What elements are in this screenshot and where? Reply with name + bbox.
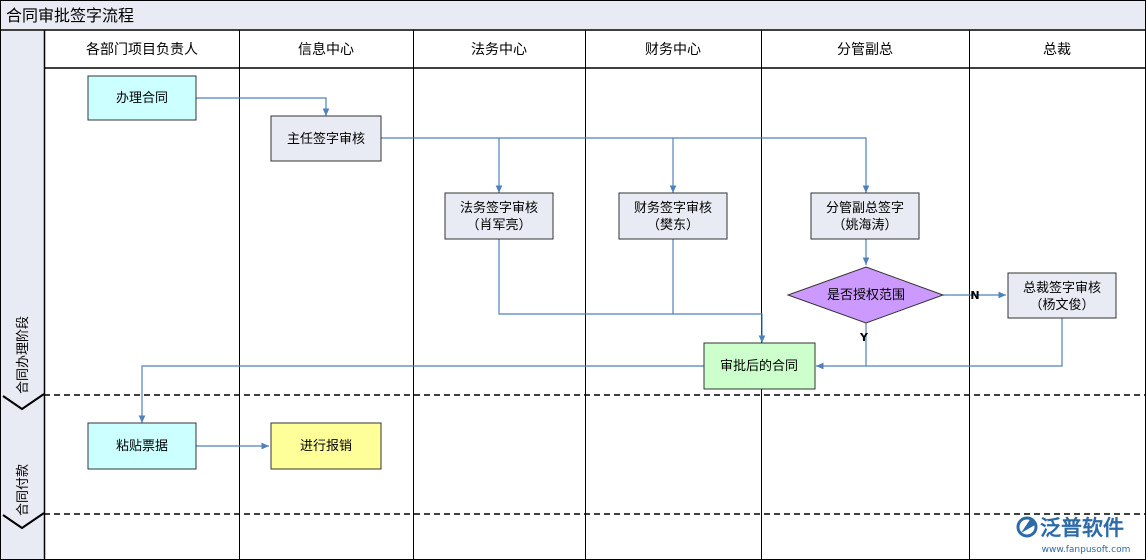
edge-label-yes: Y xyxy=(859,331,869,344)
lane-header-legal: 法务中心 xyxy=(471,42,527,58)
lane-header-strip xyxy=(45,31,1145,68)
node-vp-label-2: （姚海涛） xyxy=(832,217,897,233)
lane-header-departments: 各部门项目负责人 xyxy=(86,42,198,58)
phase-chevron-1 xyxy=(2,393,45,411)
node-decision-label: 是否授权范围 xyxy=(827,287,905,303)
edge-legal-to-approved xyxy=(498,239,766,343)
node-paste-receipts: 粘贴票据 xyxy=(87,422,197,470)
node-finance-review: 财务签字审核 （樊东） xyxy=(618,192,728,240)
phase-chevron-2 xyxy=(2,512,45,530)
node-reimburse: 进行报销 xyxy=(270,422,382,470)
brand-logo-icon xyxy=(1016,516,1038,538)
diagram-title: 合同审批签字流程 xyxy=(6,6,134,25)
edge-director-to-vp xyxy=(381,137,870,193)
phase-label-payment: 合同付款 xyxy=(16,464,31,516)
node-reimburse-label: 进行报销 xyxy=(300,439,352,454)
brand-logo-name: 泛普软件 xyxy=(1040,516,1124,540)
lane-header-info-center: 信息中心 xyxy=(298,41,354,58)
node-approved-contract: 审批后的合同 xyxy=(703,342,816,390)
lane-header-finance: 财务中心 xyxy=(645,42,701,58)
node-director-label: 主任签字审核 xyxy=(287,131,365,147)
node-apply-contract: 办理合同 xyxy=(87,75,197,121)
edge-label-no: N xyxy=(970,289,979,302)
node-vp-label-1: 分管副总签字 xyxy=(826,200,904,216)
brand-logo: 泛普软件 www.fanpusoft.com xyxy=(1016,516,1131,555)
edge-apply-to-director xyxy=(196,97,330,116)
edge-president-to-approved xyxy=(866,318,1063,367)
node-finance-label-2: （樊东） xyxy=(647,218,699,233)
lane-header-president: 总裁 xyxy=(1043,42,1071,58)
node-legal-label-2: （肖军亮） xyxy=(466,217,531,233)
node-authorization-decision: 是否授权范围 xyxy=(786,266,945,324)
phase-column xyxy=(1,31,44,559)
node-finance-label-1: 财务签字审核 xyxy=(634,200,712,216)
node-approved-label: 审批后的合同 xyxy=(720,358,798,374)
node-president-label-1: 总裁签字审核 xyxy=(1023,280,1101,296)
node-president-review: 总裁签字审核 （杨文俊） xyxy=(1007,272,1117,319)
phase-label-processing: 合同办理阶段 xyxy=(16,316,31,394)
brand-logo-url: www.fanpusoft.com xyxy=(1042,545,1131,555)
lane-header-vice-president: 分管副总 xyxy=(837,42,893,58)
title-bar xyxy=(1,1,1145,29)
node-legal-label-1: 法务签字审核 xyxy=(460,200,538,216)
node-president-label-2: （杨文俊） xyxy=(1029,298,1094,313)
edge-approved-to-paste xyxy=(138,365,704,423)
node-legal-review: 法务签字审核 （肖军亮） xyxy=(444,192,554,240)
node-director-review: 主任签字审核 xyxy=(270,115,382,162)
node-apply-label: 办理合同 xyxy=(116,91,168,106)
node-paste-label: 粘贴票据 xyxy=(116,439,168,454)
node-vp-sign: 分管副总签字 （姚海涛） xyxy=(810,192,920,240)
